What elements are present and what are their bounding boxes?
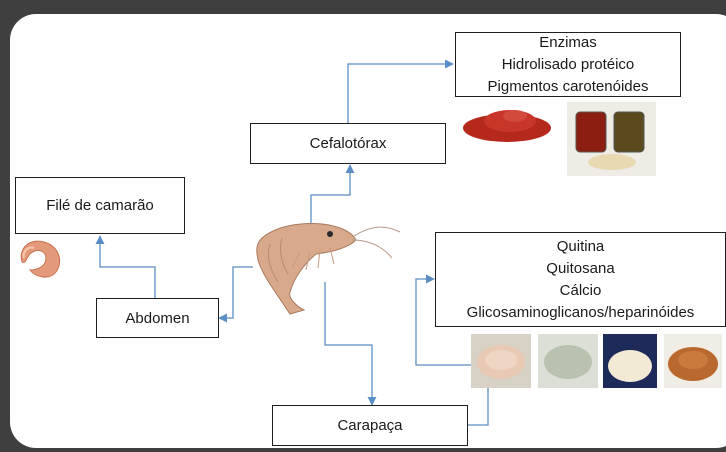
product-quitosana: Quitosana xyxy=(546,258,614,280)
product-quitina: Quitina xyxy=(557,236,605,258)
arrow-to-cefalotorax xyxy=(311,165,350,230)
product-pigmentos: Pigmentos carotenóides xyxy=(488,76,649,98)
jars-photo xyxy=(567,102,656,176)
white-powder-photo xyxy=(603,334,657,388)
grey-powder-photo xyxy=(538,334,598,388)
cefalotorax-label: Cefalotórax xyxy=(310,135,387,152)
file-camarao-box: Filé de camarão xyxy=(15,177,185,234)
arrow-to-file xyxy=(100,236,155,298)
brown-powder-photo xyxy=(664,334,722,388)
file-camarao-label: Filé de camarão xyxy=(46,197,154,214)
abdomen-label: Abdomen xyxy=(125,310,189,327)
red-powder-photo xyxy=(463,110,551,142)
shrimp-photo xyxy=(257,224,400,314)
pink-powder-photo xyxy=(471,334,531,388)
product-calcio: Cálcio xyxy=(560,280,602,302)
carapaca-label: Carapaça xyxy=(337,417,402,434)
arrow-to-cefalotorax-products xyxy=(348,64,453,123)
product-enzimas: Enzimas xyxy=(539,32,597,54)
abdomen-box: Abdomen xyxy=(96,298,219,338)
cefalotorax-products-box: Enzimas Hidrolisado protéico Pigmentos c… xyxy=(455,32,681,97)
carapaca-box: Carapaça xyxy=(272,405,468,446)
carapaca-products-box: Quitina Quitosana Cálcio Glicosaminoglic… xyxy=(435,232,726,327)
product-glicosaminoglicanos: Glicosaminoglicanos/heparinóides xyxy=(467,302,695,324)
cefalotorax-box: Cefalotórax xyxy=(250,123,446,164)
product-hidrolisado: Hidrolisado protéico xyxy=(502,54,635,76)
arrow-to-abdomen xyxy=(219,267,253,318)
peeled-shrimp-photo xyxy=(21,241,59,277)
arrow-to-carapaca xyxy=(325,282,372,405)
